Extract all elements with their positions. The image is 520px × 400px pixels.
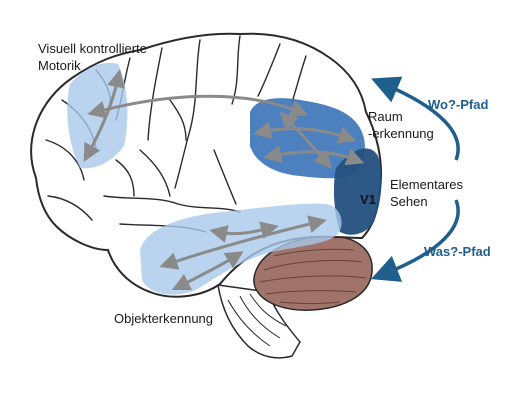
occipital-region — [333, 148, 382, 235]
brainstem — [217, 284, 301, 359]
label-elementary: Elementares Sehen — [390, 177, 463, 209]
parietal-arrow-3 — [279, 111, 332, 169]
label-object: Objekterkennung — [114, 311, 214, 326]
label-v1: V1 — [360, 192, 376, 207]
temporal-arrow-3 — [209, 221, 279, 243]
frontal-diagonal-arrow — [83, 69, 125, 162]
temporal-arrow-2 — [171, 251, 244, 291]
pathway-arrow-up — [371, 76, 460, 161]
label-ventral-pathway: Was?-Pfad — [424, 244, 491, 259]
pathway-arrow-down — [370, 199, 460, 282]
label-spatial: Raum -erkennung — [368, 109, 434, 141]
label-visuomotor: Visuell kontrollierte Motorik — [38, 41, 147, 73]
dorsal-long-arrow — [87, 94, 309, 119]
inner-arrows — [83, 69, 365, 291]
label-dorsal-pathway: Wo?-Pfad — [428, 97, 489, 112]
